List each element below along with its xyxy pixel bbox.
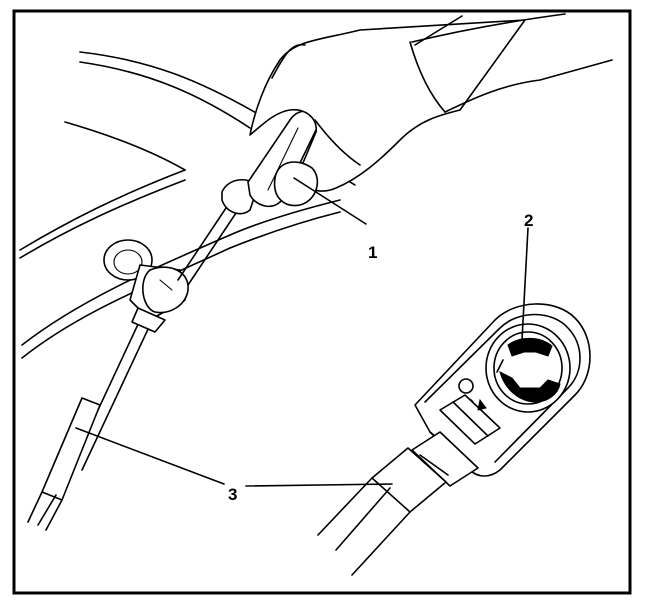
cable-end-fitting bbox=[103, 239, 189, 333]
cable-icon bbox=[27, 319, 151, 531]
leader-lines bbox=[75, 177, 529, 487]
callout-3: 3 bbox=[228, 485, 237, 504]
ratchet-tool bbox=[317, 431, 479, 576]
panel-outline bbox=[19, 51, 356, 359]
figure-frame bbox=[12, 9, 632, 595]
callout-1: 1 bbox=[368, 243, 377, 262]
callout-2: 2 bbox=[524, 211, 533, 230]
hand-icon bbox=[249, 13, 613, 207]
socket-icon bbox=[485, 323, 571, 413]
